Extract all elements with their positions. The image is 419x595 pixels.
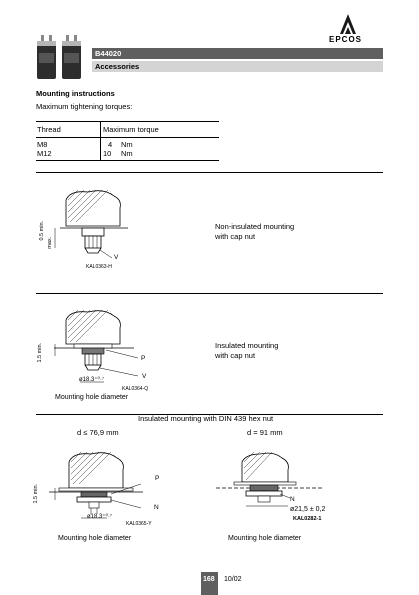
page-number-badge: 168 [201,572,218,595]
label-v: V [114,254,119,261]
dim-min: 0.5 min. [39,220,46,241]
caption-line-2: with cap nut [215,232,256,241]
page-number: 168 [203,576,215,583]
part-number: B44020 [95,49,122,58]
table-header-thread: Thread [37,125,61,134]
hole-caption: Mounting hole diameter [58,535,132,542]
hole-diameter-value: ø21,5 ± 0,2 [290,506,326,513]
table-rule-bottom [36,160,219,161]
hole-diameter-value: ø18.3⁺⁰·⁷ [87,514,113,520]
condition-left: d ≤ 76,9 mm [77,428,119,437]
product-photo [37,35,81,79]
caption-line-2: with cap nut [215,351,256,360]
label-p: P [141,355,146,362]
condition-right: d = 91 mm [247,428,283,437]
figure-din439-right [216,451,324,507]
table-header-torque: Maximum torque [103,125,159,134]
label-n: N [154,504,159,511]
table-cell-unit: Nm [121,149,133,158]
footer-date: 10/02 [224,576,242,583]
label-p: P [155,475,160,482]
table-cell-thread: M12 [37,149,52,158]
figure-code: KAL0364-Q [122,386,149,392]
category-bar: Accessories [92,61,383,72]
table-column-divider [100,121,101,161]
din439-title: Insulated mounting with DIN 439 hex nut [138,414,274,423]
category-title: Accessories [95,62,140,71]
part-number-bar: B44020 [92,48,383,59]
table-cell-value: 10 [103,149,112,158]
figure-code: KAL0363-H [86,264,112,270]
section-title: Mounting instructions [36,89,115,98]
figure-non-insulated [54,189,128,259]
table-rule-mid [36,137,219,138]
label-v: V [142,373,147,380]
caption-line-1: Insulated mounting [215,341,279,350]
hole-diameter-value: ø18.3⁺⁰·⁷ [79,377,105,383]
epcos-logo-mark [340,14,356,34]
hole-caption: Mounting hole diameter [228,535,302,542]
figure-code: KAL0365-Y [126,521,152,527]
table-cell-value: 4 [108,140,113,149]
caption-line-1: Non-insulated mounting [215,222,295,231]
hole-caption: Mounting hole diameter [55,394,129,401]
section-subtitle: Maximum tightening torques: [36,102,133,111]
capacitor-left [37,35,56,79]
figure-din439-left [49,451,143,519]
dim-min: 1.5 min. [37,342,44,363]
figure-code: KAL0282-1 [293,516,322,522]
separator-2 [36,293,383,294]
table-rule-top [36,121,219,122]
figure-insulated-cap-nut [54,309,139,383]
separator-1 [36,172,383,173]
brand-name: EPCOS [329,35,363,44]
table-cell-thread: M8 [37,140,48,149]
dim-min: 1.5 min. [33,483,40,504]
capacitor-right [62,35,81,79]
separator-3 [36,414,383,415]
epcos-logo: EPCOS [318,10,378,46]
table-cell-unit: Nm [121,140,133,149]
dim-max: max. [47,236,54,249]
label-n: N [290,496,295,503]
